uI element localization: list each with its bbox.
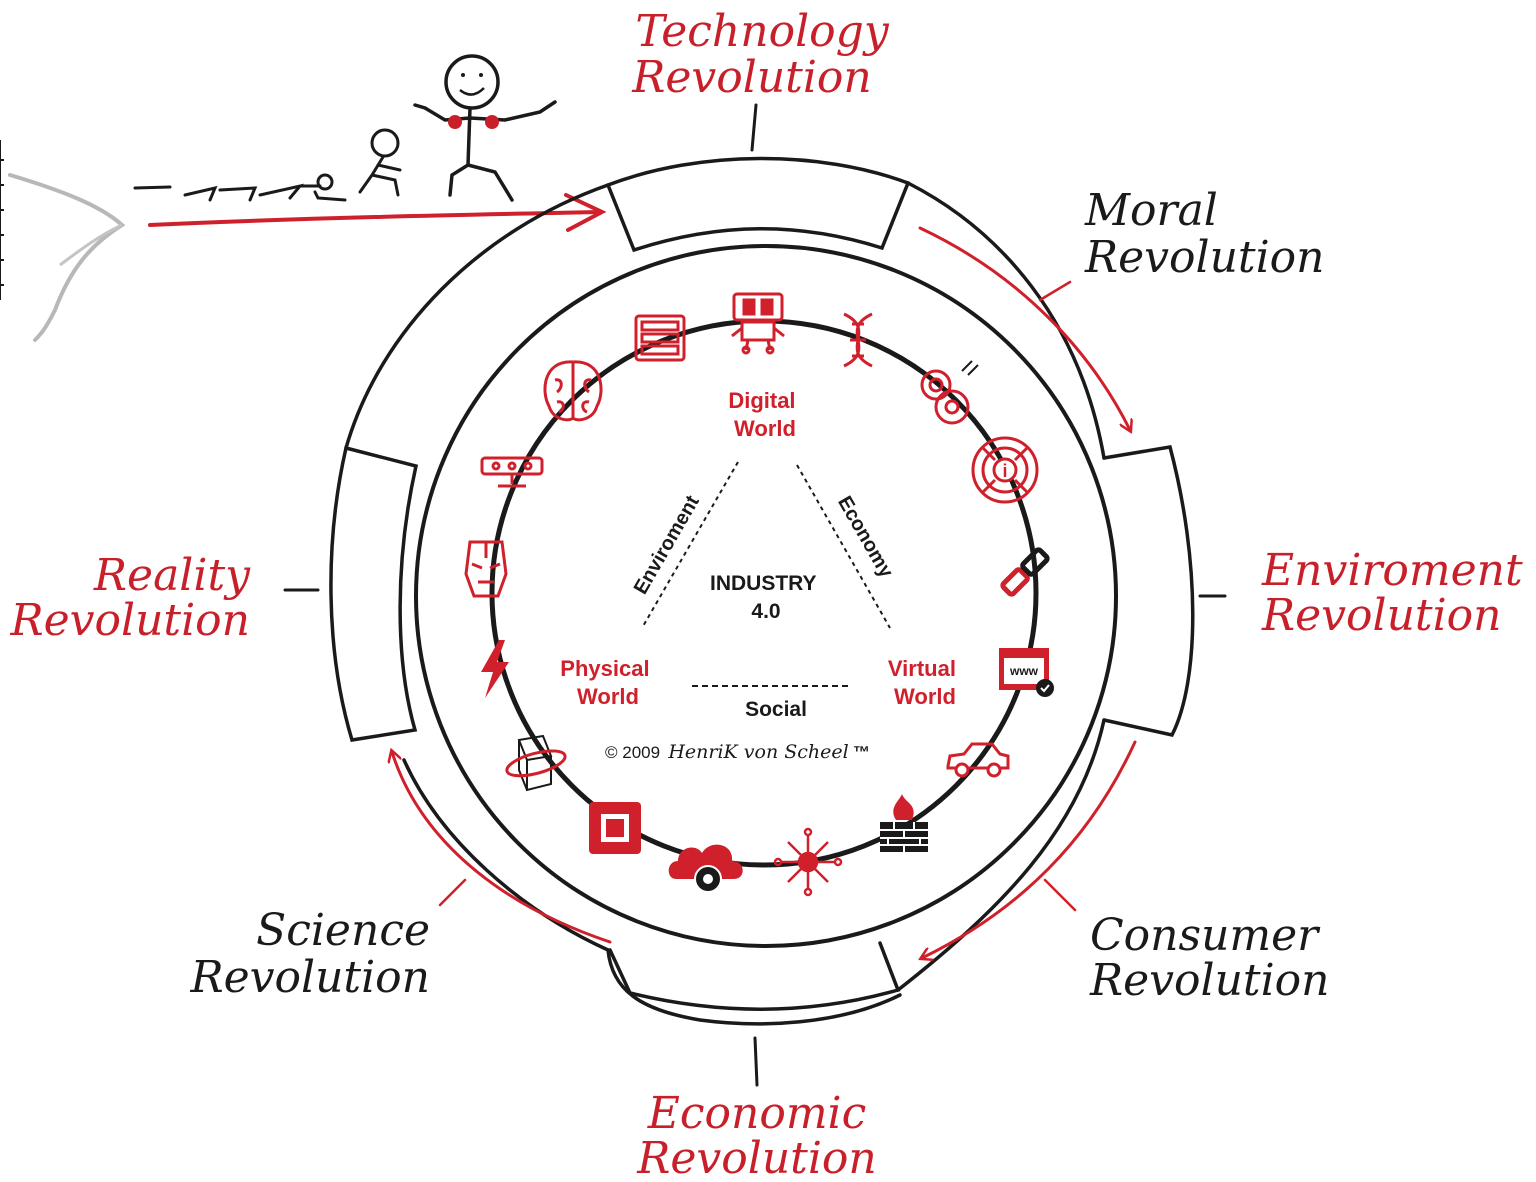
technology-revolution-line2: Revolution: [631, 52, 872, 103]
firewall-icon: [880, 794, 928, 852]
svg-text:Physical World: Physical World: [560, 656, 655, 709]
virus-network-icon: [773, 827, 843, 897]
evolution-sketch: [0, 54, 607, 342]
moral-revolution-line2: Revolution: [1084, 232, 1325, 283]
server-rack-icon: [634, 314, 686, 362]
revolution-labels: Technology Revolution Moral Revolution E…: [9, 6, 1523, 1182]
industry-title-line1: INDUSTRY: [710, 572, 817, 595]
arrow-leaders: [438, 280, 1077, 912]
economy-edge-label: Economy: [833, 493, 898, 583]
reality-revolution-line1: Reality: [93, 550, 251, 601]
consumer-revolution-line1: Consumer: [1090, 910, 1321, 961]
virtual-world-line2: World: [894, 684, 956, 709]
reality-revolution-line2: Revolution: [9, 595, 250, 646]
technology-revolution-line1: Technology: [635, 6, 890, 57]
digital-world-line2: World: [734, 416, 796, 441]
economic-revolution-line1: Economic: [647, 1088, 867, 1139]
environment-edge-label: Enviroment: [630, 492, 704, 599]
environment-revolution-line1: Enviroment: [1261, 545, 1523, 596]
website-icon: www: [999, 648, 1054, 697]
physical-world-line2: World: [577, 684, 639, 709]
link-icon: [1000, 547, 1050, 597]
robot-icon: [731, 292, 785, 355]
ring-icons: i www: [464, 292, 1054, 897]
social-edge-label: Social: [745, 698, 807, 721]
environment-revolution-line2: Revolution: [1261, 590, 1502, 641]
industry-triangle: Digital World Physical World Virtual Wor…: [560, 388, 962, 763]
copyright-author: HenriK von Scheel: [667, 741, 848, 763]
kinect-sensor-icon: [480, 456, 544, 488]
info-target-icon: i: [971, 436, 1039, 504]
science-revolution-line1: Science: [256, 905, 430, 956]
physical-world-line1: Physical: [560, 656, 649, 681]
brain-icon: [543, 360, 603, 422]
ironman-helmet-icon: [464, 540, 508, 598]
svg-text:i: i: [1002, 461, 1007, 481]
svg-text:© 2009 HenriK von Scheel: © 2009 HenriK von Scheel ™: [605, 741, 870, 763]
processor-chip-icon: [589, 802, 641, 854]
moral-revolution-line1: Moral: [1084, 185, 1218, 236]
dna-icon: [843, 312, 873, 368]
svg-text:www: www: [1009, 664, 1039, 678]
economic-revolution-line2: Revolution: [636, 1133, 877, 1182]
virtual-world-line1: Virtual: [888, 656, 956, 681]
copyright-tm: ™: [853, 743, 870, 762]
main-circle: [414, 244, 1118, 948]
3d-cube-icon: [505, 734, 567, 792]
svg-text:Digital World: Digital World: [728, 388, 801, 441]
svg-text:INDUSTRY 4.0: INDUSTRY 4.0: [710, 572, 822, 623]
copyright-prefix: © 2009: [605, 743, 660, 762]
industry-title-line2: 4.0: [751, 600, 780, 623]
outer-ring: [329, 156, 1195, 1026]
car-icon: [946, 742, 1010, 778]
svg-text:Virtual World: Virtual World: [888, 656, 962, 709]
digital-world-line1: Digital: [728, 388, 795, 413]
ring-ticks: [283, 103, 1227, 1087]
lightning-icon: [481, 640, 509, 698]
cloud-settings-icon: [668, 844, 743, 893]
gears-icon: [920, 360, 979, 425]
science-revolution-line2: Revolution: [189, 952, 430, 1003]
flow-arrows: [392, 226, 1137, 958]
consumer-revolution-line2: Revolution: [1089, 955, 1330, 1006]
